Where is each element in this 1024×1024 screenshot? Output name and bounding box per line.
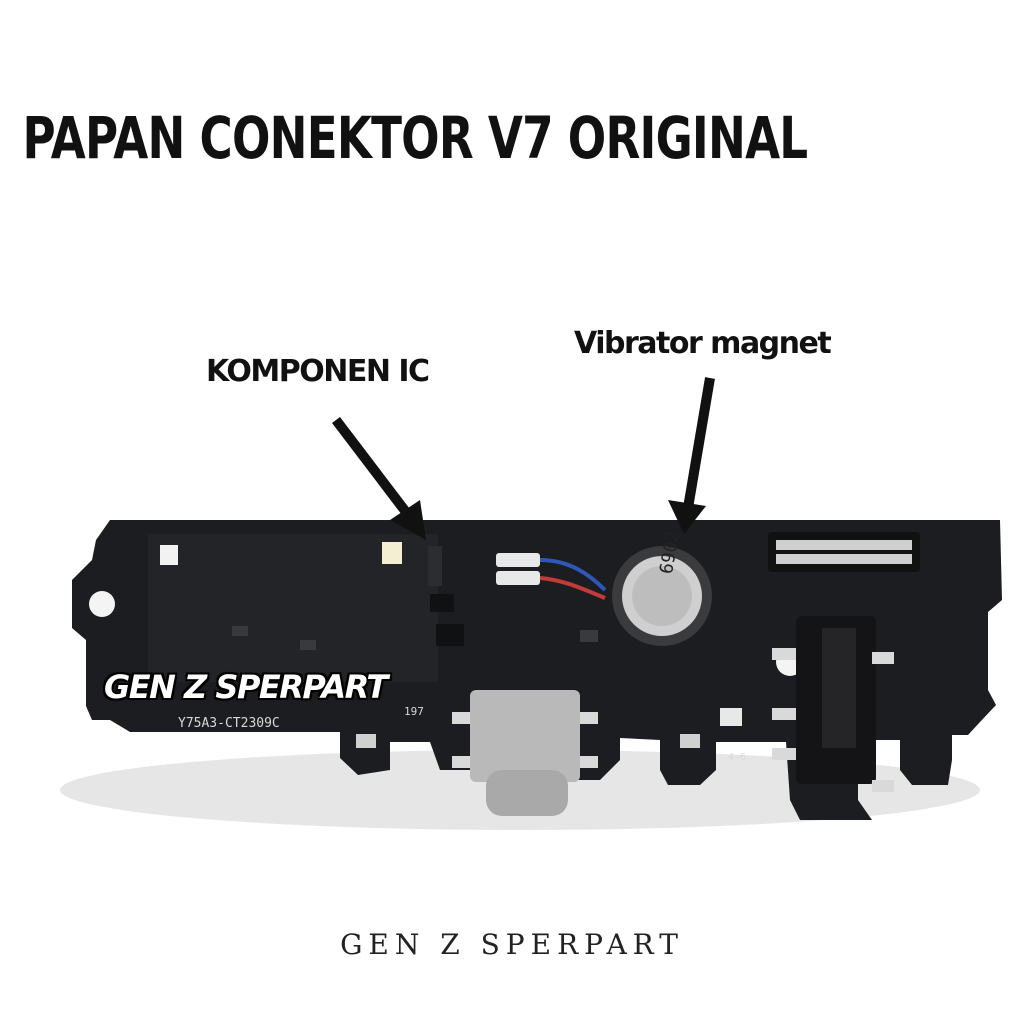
sensor-pad	[382, 542, 402, 564]
wire-pad	[496, 553, 540, 567]
arrow-vibrator-head	[668, 500, 706, 534]
usb-pin	[452, 712, 470, 724]
usb-pin	[580, 756, 598, 768]
arrow-ic-head	[390, 500, 426, 540]
usb-c-port	[470, 690, 580, 782]
small-component	[300, 640, 316, 650]
usb-pin	[452, 756, 470, 768]
jack-pin	[772, 708, 796, 720]
ic-component	[428, 546, 442, 586]
vibrator-label: Vibrator magnet	[574, 326, 832, 361]
usb-c-opening	[486, 770, 568, 816]
small-component	[232, 626, 248, 636]
ic-component	[430, 594, 454, 612]
ic-label: KOMPONEN IC	[206, 354, 430, 389]
arrow-ic	[332, 416, 416, 524]
watermark-text: GEN Z SPERPART	[104, 668, 388, 706]
board-side-marking: 4-6	[728, 752, 747, 763]
wire-pad	[496, 571, 540, 585]
connector-pins	[776, 540, 912, 550]
connector-pins	[776, 554, 912, 564]
ic-component	[436, 624, 464, 646]
footer-brand: GEN Z SPERPART	[340, 928, 684, 961]
jack-pin	[772, 748, 796, 760]
mic-pad	[680, 734, 700, 748]
flex-connector	[768, 532, 920, 572]
sensor-pad	[160, 545, 178, 565]
sensor-pad	[720, 708, 742, 726]
vibrator-motor-center	[632, 566, 692, 626]
board-model-marking: Y75A3-CT2309C	[178, 716, 280, 731]
wire-red	[539, 576, 606, 600]
mount-hole	[89, 591, 115, 617]
jack-pin	[872, 780, 894, 792]
arrow-vibrator	[683, 377, 715, 509]
small-component	[580, 630, 598, 642]
jack-pin	[772, 648, 796, 660]
board-code-marking: 197	[404, 705, 424, 718]
jack-pin	[872, 652, 894, 664]
mic-pad	[356, 734, 376, 748]
usb-pin	[580, 712, 598, 724]
audio-jack-port	[822, 628, 856, 748]
product-title: PAPAN CONEKTOR V7 ORIGINAL	[22, 104, 809, 172]
wire-blue	[539, 558, 607, 592]
